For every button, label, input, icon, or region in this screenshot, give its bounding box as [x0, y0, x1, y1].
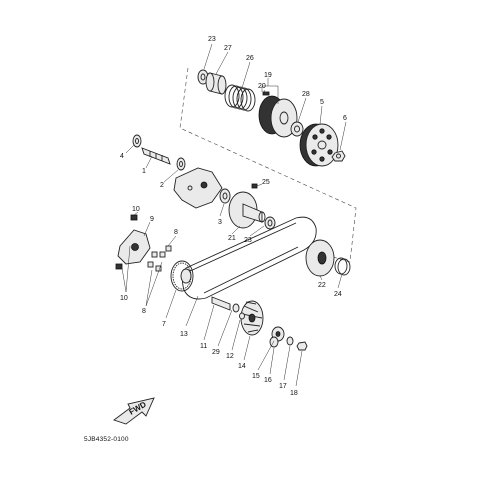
callout-15: 15 [252, 373, 260, 380]
callout-25: 25 [262, 179, 270, 186]
clutch-carrier-19 [258, 95, 298, 138]
nut-6 [331, 150, 346, 162]
callout-23: 23 [208, 36, 216, 43]
secondary-cover [173, 167, 223, 209]
callout-27: 27 [224, 45, 232, 52]
clutch-spring-26 [224, 84, 256, 112]
callout-22: 22 [318, 282, 326, 289]
circlip-24 [334, 257, 351, 276]
seal-23-lower [264, 216, 276, 230]
callout-26: 26 [246, 55, 254, 62]
collar-27 [205, 72, 227, 95]
primary-shaft-1 [141, 147, 171, 165]
callout-8-top: 8 [174, 229, 178, 236]
callout-2: 2 [160, 182, 164, 189]
catalog-code: 5JB4352-0100 [84, 436, 129, 443]
callout-13: 13 [180, 331, 188, 338]
callout-5: 5 [320, 99, 324, 106]
callout-10-bottom: 10 [120, 295, 128, 302]
leader-lines [121, 43, 347, 387]
callout-1: 1 [142, 168, 146, 175]
bolt-10-top [130, 214, 138, 221]
washer-28 [290, 121, 304, 137]
forward-direction-icon: FWD [113, 397, 155, 425]
washer-12 [239, 312, 245, 320]
v-belt-13 [181, 216, 317, 300]
bolt-25 [251, 183, 263, 189]
fan-sheave-14 [240, 300, 264, 336]
cam-plate-9 [117, 229, 151, 265]
callout-14: 14 [238, 363, 246, 370]
weights-8 [147, 245, 172, 272]
callout-21: 21 [228, 235, 236, 242]
callout-17: 17 [279, 383, 287, 390]
collar-11 [211, 296, 231, 311]
callout-numbers: 23 27 26 19 20 28 5 6 4 1 2 25 3 21 23 1… [120, 36, 347, 397]
callout-11: 11 [200, 343, 207, 350]
washer-16 [269, 336, 279, 348]
callout-20: 20 [258, 83, 266, 90]
callout-10-top: 10 [132, 206, 140, 213]
washer-23-upper [197, 69, 209, 85]
callout-29: 29 [212, 349, 220, 356]
sliding-sheave-21 [228, 191, 266, 229]
callout-23-lower: 23 [244, 237, 252, 244]
movable-sheave-7 [170, 260, 194, 292]
nut-18 [296, 341, 308, 351]
callout-19: 19 [264, 72, 272, 79]
callout-18: 18 [290, 390, 298, 397]
bearing-4 [132, 134, 142, 148]
callout-6: 6 [343, 115, 347, 122]
callout-3: 3 [218, 219, 222, 226]
callout-16: 16 [264, 377, 272, 384]
callout-4: 4 [120, 153, 124, 160]
bearing-2 [176, 157, 186, 171]
assembly-guide-line [179, 67, 357, 263]
washer-29 [232, 303, 240, 313]
callout-12: 12 [226, 353, 234, 360]
callout-8-bottom: 8 [142, 308, 146, 315]
washer-3 [219, 188, 231, 204]
clutch-housing-5 [299, 123, 339, 167]
callout-24: 24 [334, 291, 342, 298]
bolt-10-bottom [115, 263, 123, 270]
washer-17 [286, 336, 294, 346]
callout-9: 9 [150, 216, 154, 223]
fixed-sheave-22 [305, 239, 335, 277]
callout-28: 28 [302, 91, 310, 98]
callout-7: 7 [162, 321, 166, 328]
